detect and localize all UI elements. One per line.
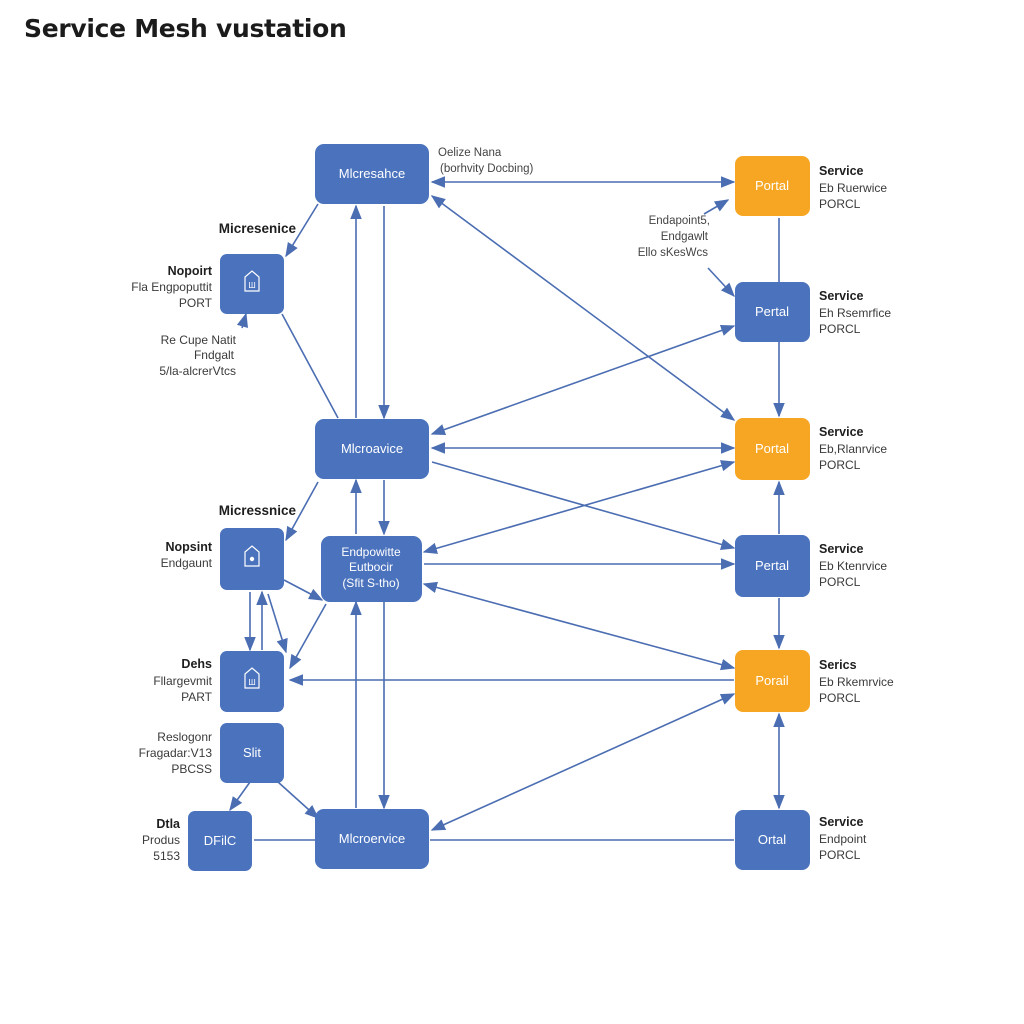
dtla-label: Produs (142, 833, 180, 847)
nopoint-label: PORT (179, 296, 213, 310)
service-label-line: Eh Rsemrfice (819, 306, 891, 320)
portal-node-5[interactable]: Porail (735, 650, 810, 712)
node-label: Pertal (755, 304, 789, 319)
node-label: (Sfit S-tho) (342, 576, 399, 590)
service-label-line: Eb Ktenrvice (819, 559, 887, 573)
service-label-line: Eb Ruerwice (819, 181, 887, 195)
mid-note-line: Endapoint5, (649, 215, 710, 227)
respo-label: Fragadar:V13 (139, 746, 213, 760)
service-label-line: PORCL (819, 458, 861, 472)
edge (703, 199, 730, 215)
edge (281, 313, 339, 419)
microservice-node-middle[interactable]: Mlcroavice (315, 419, 429, 479)
lock-icon (244, 545, 260, 567)
service-label-line: Eb Rkemrvice (819, 675, 894, 689)
edge (283, 579, 324, 601)
dehs-label: PART (181, 690, 213, 704)
respo-label: Reslogonr (157, 730, 212, 744)
edge (229, 781, 251, 812)
diagram-title: Service Mesh vustation (24, 14, 347, 43)
lock-icon: Ш (244, 667, 260, 689)
nopoint-label: Fla Engpoputtit (131, 280, 212, 294)
left-square-node-c[interactable]: Ш (220, 651, 284, 712)
left-square-node-a[interactable]: Ш (220, 254, 284, 314)
svg-text:Ш: Ш (248, 281, 255, 290)
node-label: Mlcroavice (341, 441, 403, 456)
microservice-node-bottom[interactable]: Mlcroervice (315, 809, 429, 869)
service-label-title: Service (819, 815, 864, 829)
node-label: Mlcroervice (339, 831, 405, 846)
service-label-title: Service (819, 289, 864, 303)
node-label: Eutbocir (349, 560, 393, 574)
edge (430, 324, 736, 436)
dtla-label: Dtla (156, 817, 181, 831)
microservice-heading: Micresenice (219, 221, 297, 236)
microservice-heading: Micressnice (219, 503, 297, 518)
nodes: Mlcresahce Mlcroavice Endpowitte Eutboci… (188, 144, 810, 871)
left-square-node-e[interactable]: DFilC (188, 811, 252, 871)
edge (422, 581, 736, 671)
service-label-title: Service (819, 542, 864, 556)
node-label: Portal (755, 178, 789, 193)
portal-node-6[interactable]: Ortal (735, 810, 810, 870)
respo-label: PBCSS (171, 762, 212, 776)
top-note-line: (borhvity Docbing) (440, 163, 533, 175)
edge (707, 267, 735, 298)
edge (236, 312, 248, 329)
dtla-label: 5153 (153, 849, 180, 863)
node-label: Endpowitte (341, 545, 401, 559)
edge (422, 460, 736, 554)
service-label-line: Eb,Rlanrvice (819, 442, 887, 456)
node-label: Mlcresahce (339, 166, 405, 181)
service-label-line: Endpoint (819, 832, 867, 846)
service-label-line: PORCL (819, 322, 861, 336)
left-square-node-d[interactable]: Slit (220, 723, 284, 783)
edge (277, 781, 320, 819)
service-label-line: PORCL (819, 848, 861, 862)
left-note-line: Fndgalt (194, 348, 235, 362)
edge (289, 603, 327, 670)
node-label: Porail (755, 673, 788, 688)
lock-icon: Ш (244, 270, 260, 292)
edge (267, 593, 288, 654)
portal-node-1[interactable]: Portal (735, 156, 810, 216)
portal-node-3[interactable]: Portal (735, 418, 810, 480)
endpoint-center-node[interactable]: Endpowitte Eutbocir (Sfit S-tho) (321, 536, 422, 602)
left-note-line: Re Cupe Natit (161, 333, 237, 347)
node-label: Ortal (758, 832, 786, 847)
edges (229, 176, 785, 841)
nopoint-label: Endgaunt (161, 556, 213, 570)
service-label-title: Serics (819, 658, 857, 672)
node-label: Portal (755, 441, 789, 456)
top-note-line: Oelize Nana (438, 147, 502, 159)
mid-note-line: Ello sKesWcs (638, 247, 709, 259)
svg-text:Ш: Ш (248, 678, 255, 687)
left-note-line: 5/la-alcrerVtcs (159, 364, 236, 378)
service-label-title: Service (819, 425, 864, 439)
microservice-node-top[interactable]: Mlcresahce (315, 144, 429, 204)
node-label: DFilC (204, 833, 237, 848)
labels: Oelize Nana (borhvity Docbing) Endapoint… (131, 147, 894, 863)
node-label: Pertal (755, 558, 789, 573)
portal-node-2[interactable]: Pertal (735, 282, 810, 342)
mid-note-line: Endgawlt (661, 231, 709, 243)
service-label-title: Service (819, 164, 864, 178)
dehs-label: Fllargevmit (153, 674, 212, 688)
edge (285, 203, 319, 258)
edge (430, 195, 736, 421)
left-square-node-b[interactable] (220, 528, 284, 590)
service-label-line: PORCL (819, 197, 861, 211)
dehs-label: Dehs (181, 657, 212, 671)
edge (430, 693, 736, 831)
service-label-line: PORCL (819, 691, 861, 705)
node-label: Slit (243, 745, 261, 760)
edge (285, 481, 319, 542)
portal-node-4[interactable]: Pertal (735, 535, 810, 597)
nopoint-label: Nopsint (165, 540, 212, 554)
nopoint-label: Nopoirt (168, 264, 213, 278)
service-label-line: PORCL (819, 575, 861, 589)
